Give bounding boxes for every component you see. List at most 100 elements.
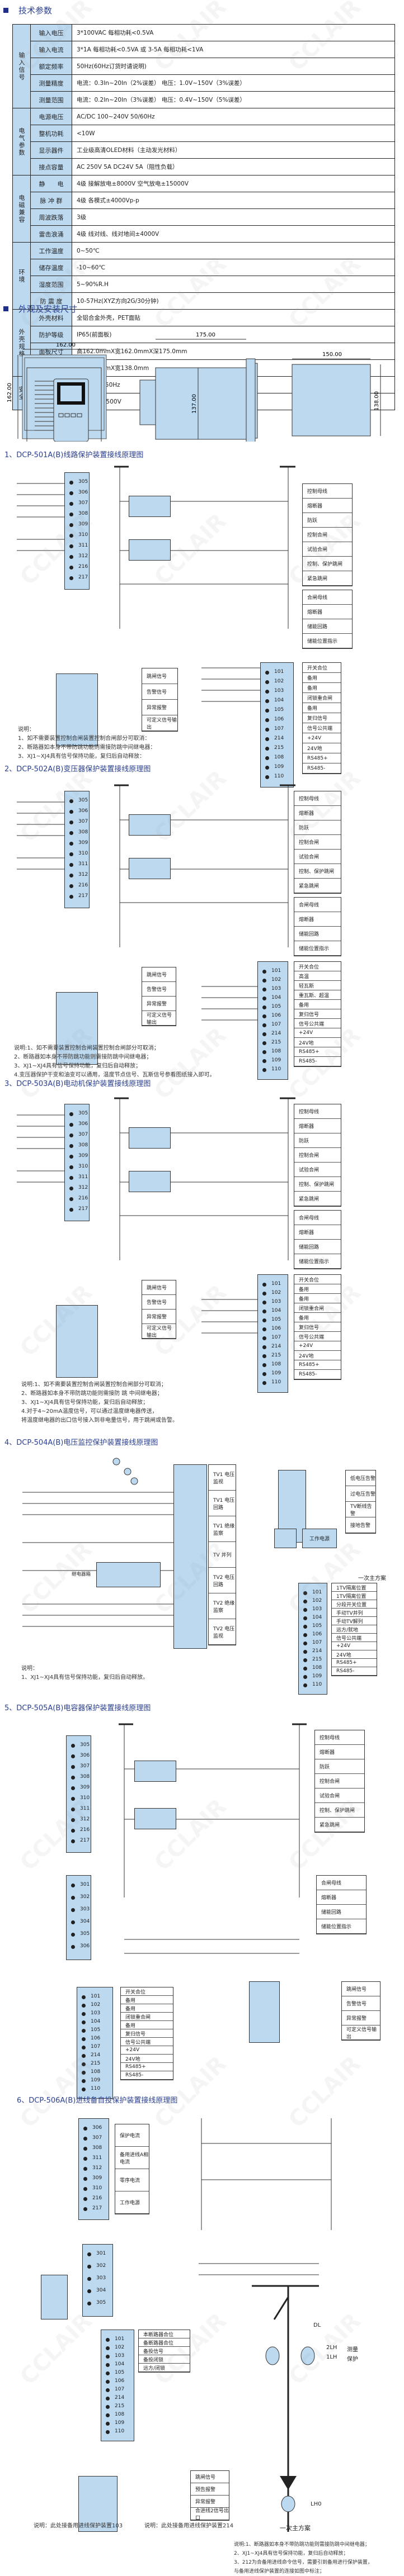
terminal-number: 311: [80, 1806, 90, 1811]
terminal-number: 309: [80, 1785, 90, 1790]
heading-square-icon: [3, 306, 8, 311]
terminal-dot: [262, 1005, 266, 1009]
terminal-number: 103: [271, 986, 281, 992]
heading-square-icon: [3, 8, 8, 13]
terminal-dot: [83, 2147, 87, 2151]
table-cell: 控制、保护跳闸: [294, 1177, 341, 1192]
table-cell: 备用: [121, 2004, 173, 2013]
terminal-number: 101: [274, 669, 284, 675]
terminal-dot: [82, 2046, 86, 2050]
terminal-dot: [82, 2037, 86, 2041]
table-cell: 复归信号: [303, 713, 341, 723]
terminal-number: 101: [91, 1994, 101, 1999]
table-cell: 储能回路: [317, 1905, 366, 1919]
label-lh0: LH0: [311, 2501, 322, 2507]
control-circuit-table: 控制母线熔断器防跃控制合闸试验合闸控制、保护跳闸紧急跳闸: [302, 483, 353, 586]
terminal-dot: [262, 1345, 266, 1349]
terminal-number: 103: [274, 688, 284, 694]
terminal-number: 310: [78, 1164, 88, 1169]
terminal-number: 312: [78, 553, 88, 559]
table-cell: RS485+: [121, 2063, 173, 2071]
table-cell: 备用: [303, 673, 341, 683]
terminal-dot: [69, 1144, 73, 1148]
spec-row: 显示器件工业级高清OLED材料（主动发光材料）: [13, 141, 395, 159]
spec-key: 工作温度: [30, 242, 72, 259]
terminal-dot: [69, 831, 73, 835]
side-view: [139, 339, 258, 442]
terminal-dot: [262, 1301, 266, 1304]
table-cell: 24V地: [332, 1650, 377, 1659]
terminal-dot: [83, 2177, 87, 2181]
terminal-number: 101: [271, 1281, 281, 1287]
table-cell: 紧急跳闸: [294, 879, 341, 893]
terminal-number: 312: [78, 1185, 88, 1190]
spec-key: 储存温度: [30, 259, 72, 276]
terminal-dot: [106, 2346, 110, 2350]
table-cell: 试验合闸: [315, 1789, 364, 1803]
terminal-dot: [69, 491, 73, 495]
table-cell: 信号公共端: [303, 723, 341, 733]
spec-key: 测量精度: [30, 74, 72, 92]
table-cell: TV2 电压监视: [209, 1619, 236, 1645]
terminal-dot: [69, 544, 73, 548]
spec-key: 静 电: [30, 175, 72, 192]
table-cell: 控制母线: [294, 1104, 341, 1119]
table-cell: 本断路器合位: [139, 2330, 190, 2338]
control-circuit-table: 控制母线熔断器防跃控制合闸试验合闸控制、保护跳闸紧急跳闸: [314, 1730, 365, 1833]
terminal-dot: [69, 523, 73, 527]
table-cell: 24V地: [303, 743, 341, 753]
table-cell: 1TV隔离位置: [332, 1583, 377, 1592]
terminal-number: 307: [78, 1132, 88, 1137]
table-cell: 闭锁重合闸: [294, 1303, 341, 1313]
terminal-dot: [71, 1945, 75, 1949]
terminal-dot: [69, 1133, 73, 1137]
table-cell: RS485-: [303, 763, 341, 774]
terminal-number: 108: [115, 2412, 125, 2417]
table-cell: 备投闭锁: [139, 2355, 190, 2364]
table-cell: 熔断器: [303, 605, 352, 619]
terminal-number: 107: [271, 1335, 281, 1340]
terminal-dot: [71, 1776, 75, 1780]
terminal-dot: [303, 1608, 307, 1612]
terminal-dot: [106, 2430, 110, 2434]
terminal-dot: [69, 576, 73, 580]
spec-row: 外壳规格外壳材料全铝合金外壳，PET面贴: [12, 309, 395, 377]
terminal-number: 312: [92, 2165, 102, 2171]
table-cell: 合闸母线: [303, 590, 352, 605]
section-heading-tech-params: 技术参数: [3, 4, 52, 16]
table-cell: 备用: [294, 1294, 341, 1303]
terminal-number: 305: [78, 479, 88, 485]
terminal-number: 308: [78, 1142, 88, 1148]
terminal-number: 103: [115, 2353, 125, 2359]
terminal-number: 215: [115, 2403, 125, 2409]
table-cell: TV1 电压监视: [209, 1465, 236, 1491]
terminal-dot: [82, 2062, 86, 2066]
terminal-number: 107: [312, 1640, 322, 1645]
terminal-number: 215: [312, 1657, 322, 1662]
terminal-number: 312: [80, 1816, 90, 1822]
tj-relay-box: [129, 1171, 171, 1192]
diagram-title-502: 2、DCP-502A(B)变压器保护装置接线原理图: [4, 765, 151, 774]
terminal-number: 104: [274, 698, 284, 703]
terminal-dot: [69, 513, 73, 516]
signal-output-table: 跳闸信号告警信号异常报警可定义信号输出: [142, 1280, 176, 1339]
terminal-dot: [83, 2187, 87, 2191]
terminal-number: 110: [271, 1066, 281, 1072]
table-cell: 防跃: [315, 1759, 364, 1774]
terminal-number: 215: [91, 2061, 101, 2066]
table-cell: 备用: [121, 1996, 173, 2004]
table-cell: 防跃: [294, 1133, 341, 1148]
terminal-dot: [69, 1112, 73, 1116]
hj-relay-box: [129, 496, 171, 517]
terminal-dot: [265, 766, 269, 770]
terminal-dot: [262, 988, 266, 992]
table-cell: 异常报警: [342, 2011, 380, 2025]
terminal-dot: [303, 1683, 307, 1687]
